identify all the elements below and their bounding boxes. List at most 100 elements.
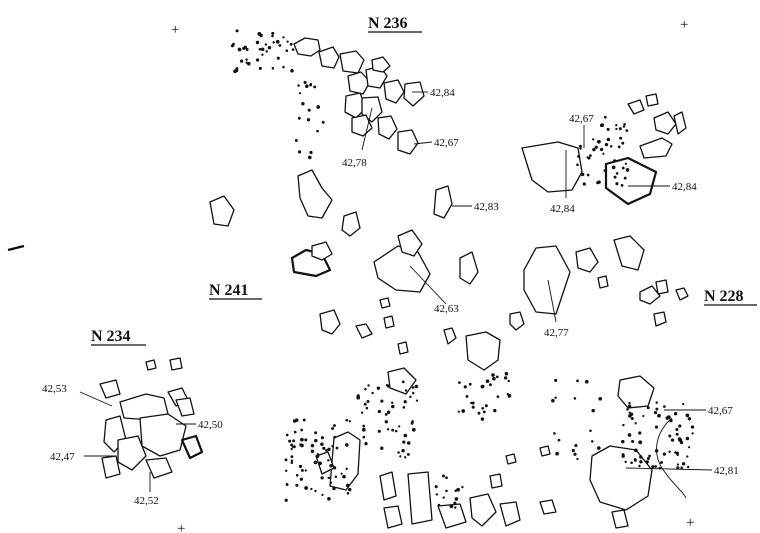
- pebble-dot: [600, 147, 604, 152]
- pebble-dot: [615, 124, 618, 127]
- pebble-dot: [454, 506, 457, 509]
- pebble-dot: [325, 449, 328, 452]
- pebble-dot: [292, 445, 296, 449]
- pebble-dot: [331, 427, 335, 430]
- pebble-dot: [655, 401, 658, 404]
- pebble-dot: [630, 461, 633, 464]
- pebble-dot: [301, 101, 305, 106]
- pebble-dot: [668, 450, 671, 453]
- stone: [145, 457, 173, 479]
- pebble-dot: [554, 396, 557, 399]
- pebble-dot: [580, 172, 585, 177]
- pebble-dot: [454, 497, 459, 501]
- stone: [373, 245, 431, 293]
- pebble-dot: [402, 440, 406, 444]
- leader-line: [413, 141, 433, 145]
- pebble-dot: [624, 460, 627, 464]
- pebble-dot: [638, 464, 641, 468]
- pebble-dot: [271, 34, 274, 38]
- pebble-dot: [445, 489, 448, 493]
- pebble-dot: [271, 67, 275, 70]
- pebble-dot: [304, 438, 308, 442]
- stone: [293, 37, 321, 57]
- pebble-dot: [290, 443, 294, 447]
- pebble-dot: [306, 118, 311, 122]
- pebble-dot: [609, 145, 613, 148]
- stone: [117, 435, 147, 471]
- pebble-dot: [623, 123, 626, 126]
- pebble-dot: [288, 439, 292, 443]
- pebble-dot: [259, 33, 263, 38]
- pebble-dot: [362, 435, 366, 439]
- pebble-dot: [666, 415, 671, 420]
- pebble-dot: [685, 436, 690, 441]
- pebble-dot: [681, 462, 686, 466]
- pebble-dot: [322, 446, 326, 450]
- pebble-dot: [261, 53, 264, 56]
- pebble-dot: [364, 387, 367, 391]
- stone: [101, 455, 121, 479]
- pebble-dot: [465, 394, 469, 398]
- stone: [443, 327, 457, 345]
- pebble-dot: [488, 383, 492, 387]
- elevation-label: 42,67: [569, 113, 594, 125]
- pebble-dot: [634, 422, 637, 425]
- stone: [673, 111, 687, 135]
- pebble-dot: [386, 410, 391, 415]
- pebble-dot: [642, 414, 645, 418]
- pebble-dot: [622, 423, 625, 427]
- pebble-dot: [239, 59, 244, 63]
- stone: [145, 359, 157, 371]
- pebble-dot: [481, 406, 485, 410]
- pebble-dot: [604, 142, 609, 147]
- stone: [175, 397, 195, 417]
- pebble-dot: [688, 446, 691, 449]
- stone: [433, 185, 453, 219]
- pebble-dot: [297, 84, 300, 87]
- pebble-dot: [401, 380, 405, 384]
- stone: [653, 311, 667, 327]
- pebble-dot: [627, 433, 632, 437]
- pebble-dot: [471, 405, 475, 409]
- pebble-dot: [598, 396, 603, 401]
- pebble-dot: [646, 457, 650, 460]
- pebble-dot: [346, 492, 350, 495]
- pebble-dot: [391, 428, 395, 432]
- pebble-dot: [603, 169, 607, 173]
- pebble-dot: [571, 448, 575, 453]
- pebble-dot: [304, 469, 307, 472]
- pebble-dot: [320, 436, 324, 440]
- pebble-dot: [264, 43, 268, 46]
- pebble-dot: [329, 464, 333, 468]
- stone: [180, 434, 204, 460]
- stone: [379, 297, 391, 309]
- pebble-dot: [366, 400, 370, 403]
- pebble-dot: [292, 439, 296, 443]
- pebble-dot: [404, 389, 408, 392]
- pebble-dot: [592, 138, 595, 141]
- pebble-dot: [310, 443, 315, 448]
- stone: [589, 445, 653, 511]
- pebble-dot: [669, 418, 673, 423]
- stone: [383, 79, 405, 104]
- pebble-dot: [507, 379, 510, 383]
- pebble-dot: [639, 460, 643, 464]
- pebble-dot: [321, 120, 325, 124]
- pebble-dot: [345, 467, 348, 471]
- pebble-dot: [332, 466, 337, 470]
- pebble-dot: [295, 473, 299, 477]
- stone: [297, 169, 333, 219]
- pebble-dot: [362, 424, 366, 428]
- pebble-dot: [624, 162, 628, 165]
- pebble-dot: [663, 405, 666, 408]
- pebble-dot: [363, 402, 367, 406]
- pebble-dot: [654, 425, 659, 429]
- stone: [523, 245, 571, 315]
- pebble-dot: [390, 401, 394, 405]
- pebble-dot: [294, 139, 298, 142]
- leader-line: [547, 279, 557, 323]
- pebble-dot: [364, 442, 368, 446]
- pebble-dot: [591, 440, 594, 443]
- pebble-dot: [298, 464, 303, 468]
- pebble-dot: [592, 147, 596, 152]
